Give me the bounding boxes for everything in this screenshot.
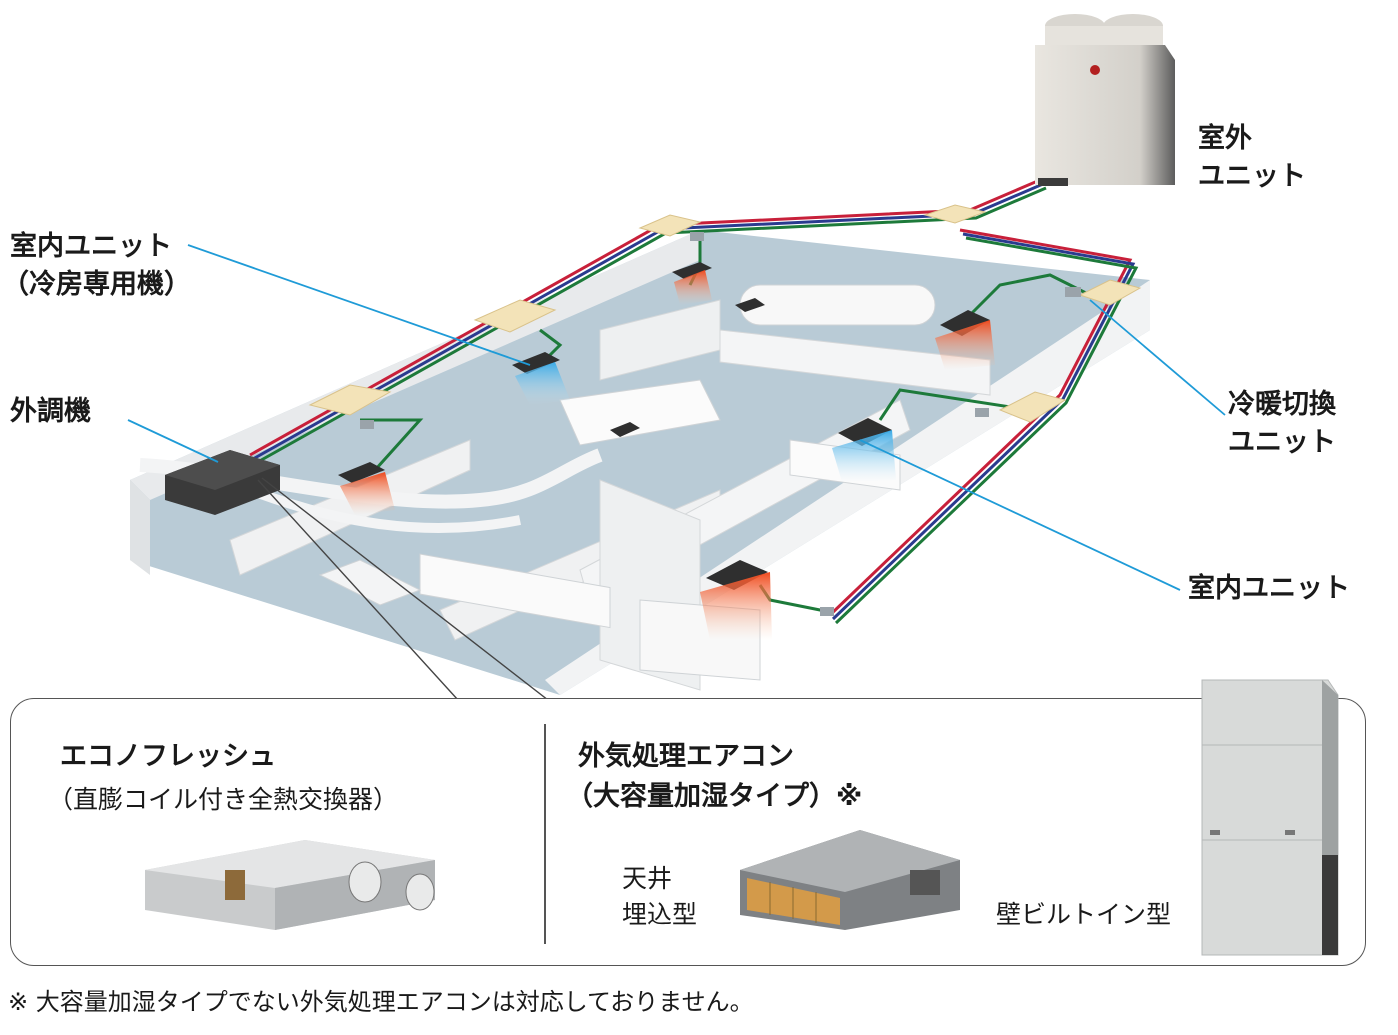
ceiling-type-label-line2: 埋込型 [622, 900, 698, 929]
outside-air-ac-title: 外気処理エアコン [578, 741, 794, 772]
indoor-unit-cooling-label-line2: （冷房専用機） [2, 269, 191, 300]
econofresh-subtitle: （直膨コイル付き全熱交換器） [48, 785, 399, 814]
outdoor-unit-label-line2: ユニット [1198, 161, 1306, 192]
ceiling-embedded-unit-image [740, 830, 960, 930]
cool-heat-switch-label-line1: 冷暖切換 [1228, 389, 1336, 420]
wall-type-label: 壁ビルトイン型 [996, 900, 1172, 929]
outside-air-ac-subtitle: （大容量加湿タイプ）※ [566, 781, 863, 812]
outdoor-unit-label-line1: 室外 [1198, 123, 1252, 154]
cool-heat-switch-label-line2: ユニット [1228, 427, 1336, 458]
footnote: ※ 大容量加湿タイプでない外気処理エアコンは対応しておりません。 [8, 988, 754, 1016]
outdoor-unit-icon [1035, 14, 1175, 186]
indoor-unit-label: 室内ユニット [1188, 573, 1350, 604]
ceiling-type-label-line1: 天井 [622, 864, 673, 893]
panel-divider [544, 724, 546, 944]
indoor-unit-cooling-label-line1: 室内ユニット [10, 231, 172, 262]
outside-air-unit-label: 外調機 [10, 396, 91, 427]
econofresh-unit-image [145, 840, 435, 930]
econofresh-title: エコノフレッシュ [60, 741, 276, 772]
office-floor-diagram [127, 14, 1338, 700]
wall-built-in-unit-image [1201, 679, 1339, 956]
